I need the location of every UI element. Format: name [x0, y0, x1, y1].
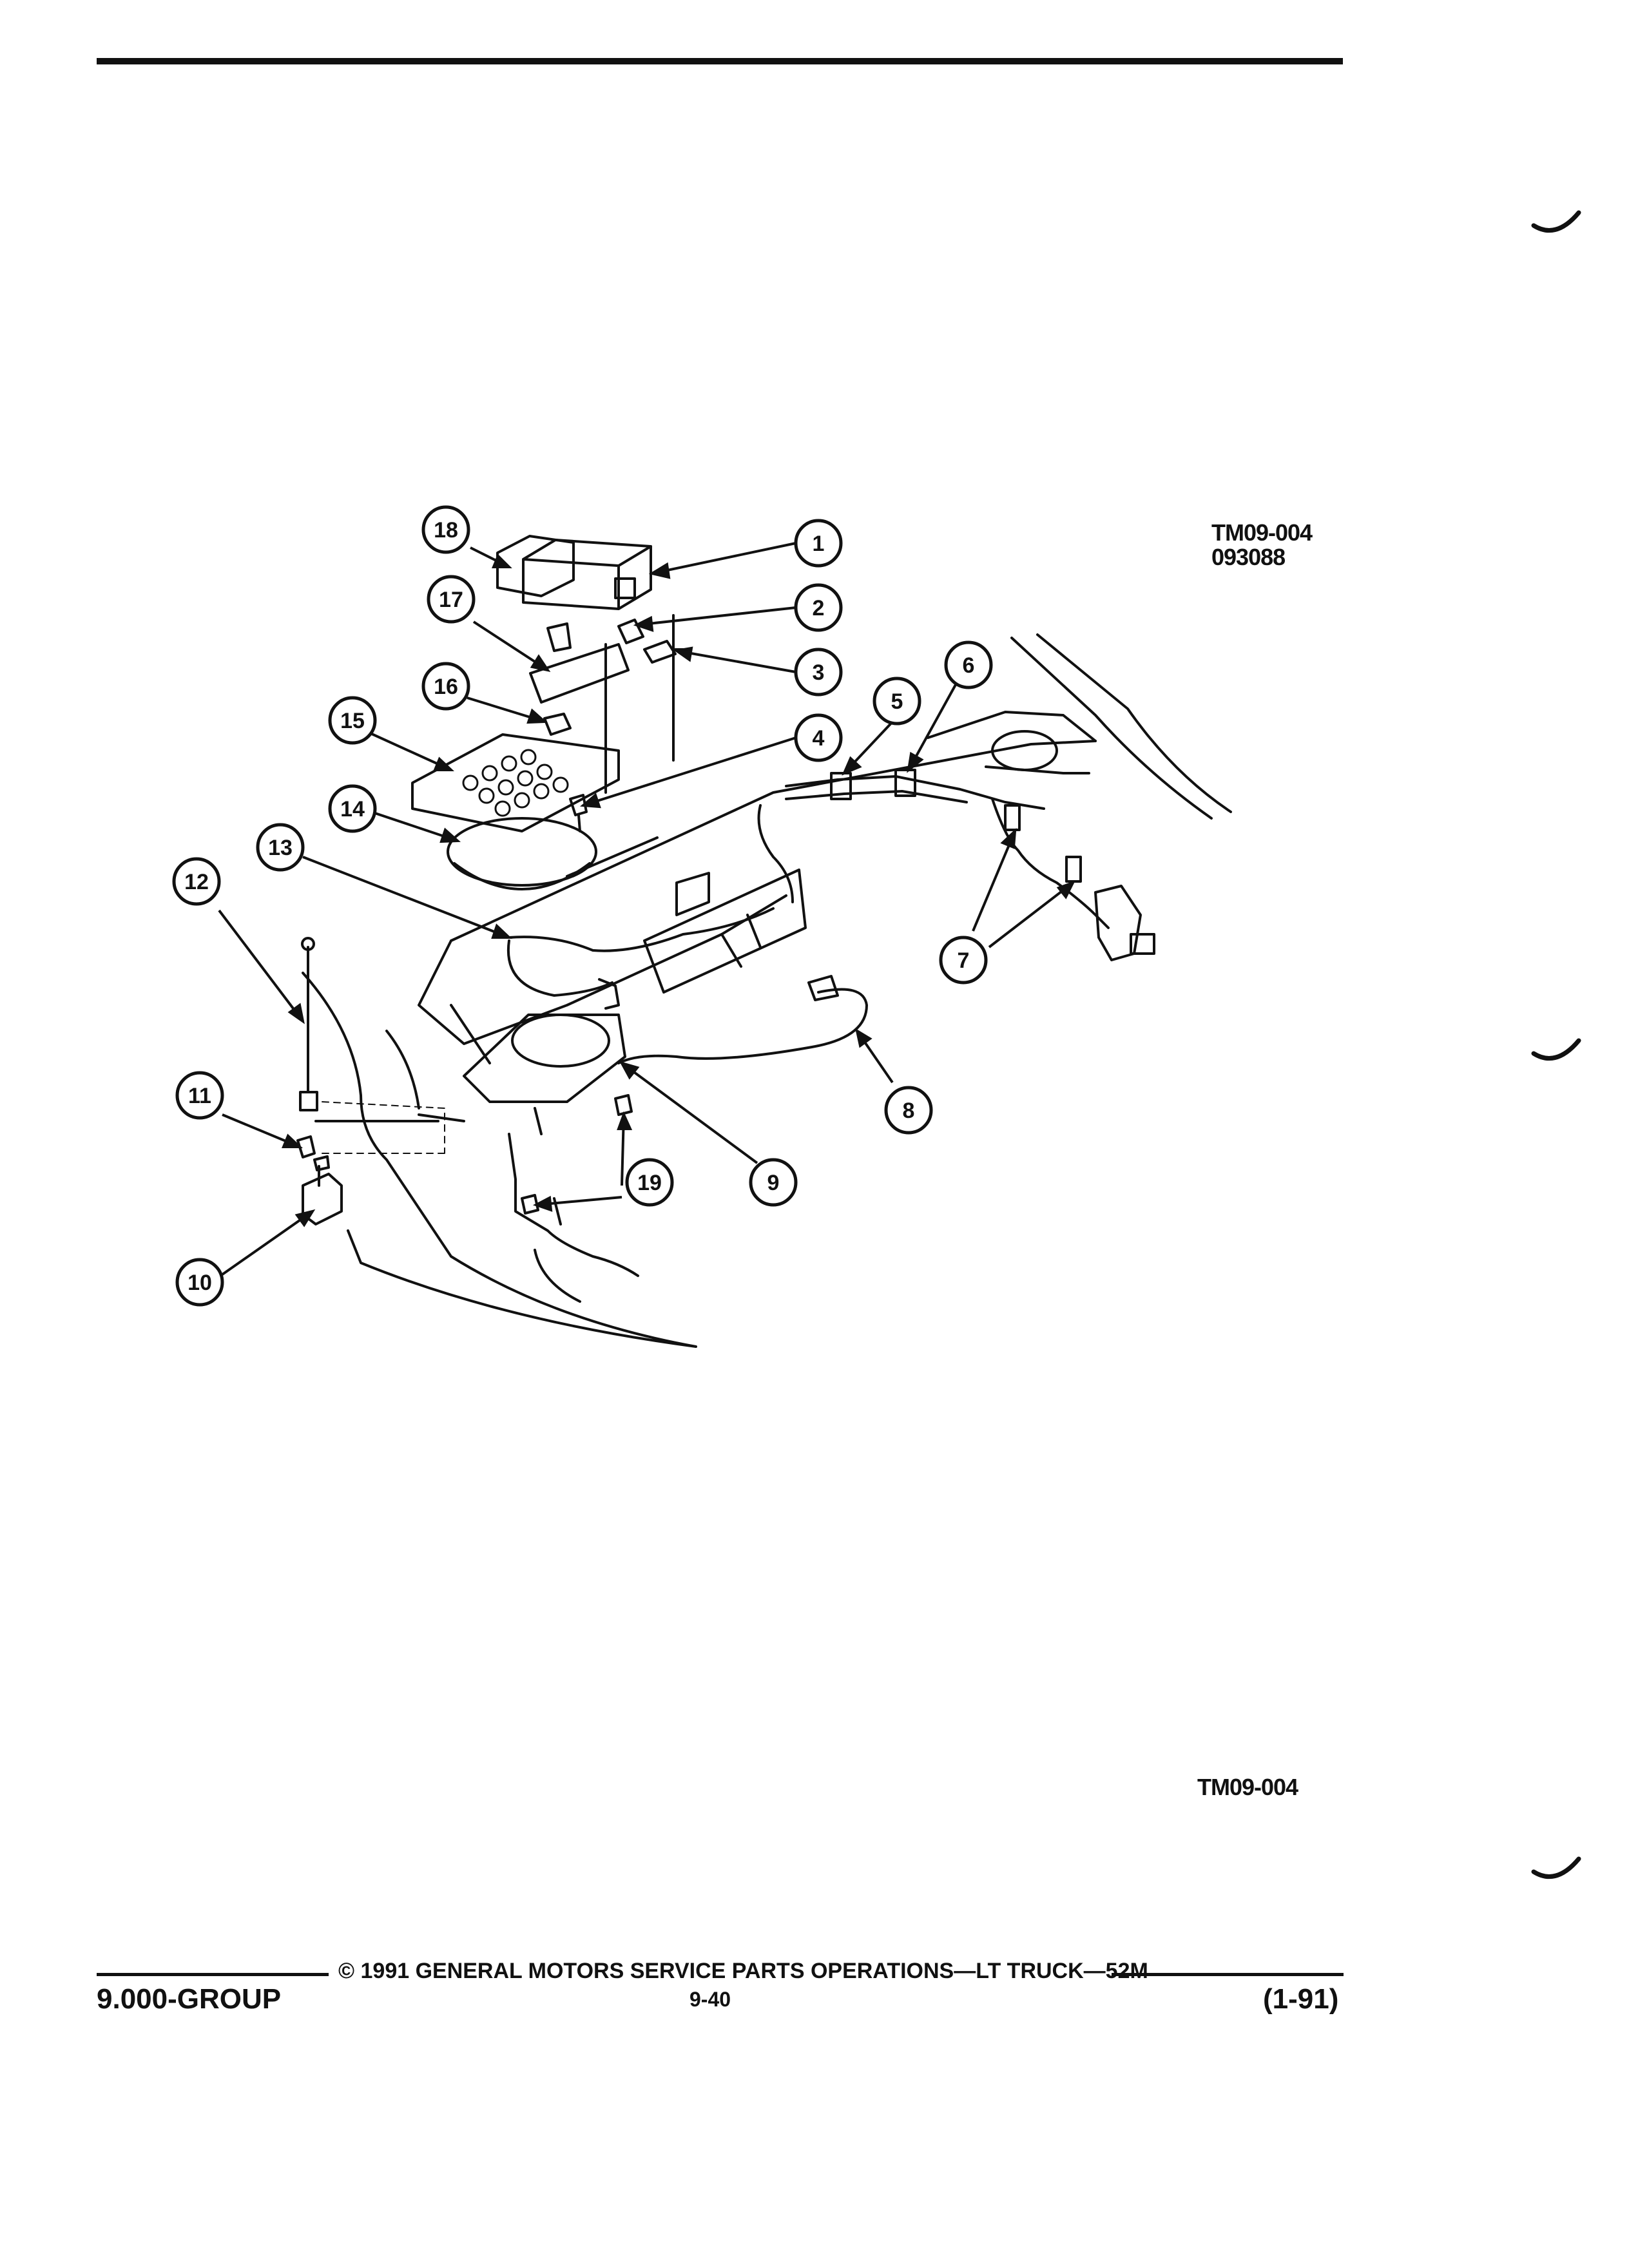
callout-6: 6 — [963, 653, 975, 678]
callout-2: 2 — [813, 596, 825, 620]
part-18-gasket — [496, 535, 575, 597]
assembly-line — [604, 614, 675, 794]
callout-11: 11 — [188, 1084, 211, 1108]
part-6-connector — [894, 769, 916, 797]
callout-15: 15 — [340, 709, 365, 733]
part-2-fitting — [617, 619, 644, 644]
dash-panel — [418, 740, 1097, 1045]
callout-18: 18 — [434, 518, 458, 543]
callout-10: 10 — [188, 1271, 212, 1295]
part-15-grille — [411, 733, 620, 832]
callout-4: 4 — [813, 726, 825, 751]
callout-balloons — [172, 505, 993, 1307]
fender — [302, 972, 697, 1348]
part-1-connector — [614, 577, 636, 599]
callout-8: 8 — [903, 1099, 915, 1123]
binding-hole-icon — [1531, 1856, 1581, 1879]
callout-17: 17 — [439, 588, 463, 612]
grille-holes — [462, 749, 569, 817]
part-5-connector — [830, 772, 852, 800]
callout-1: 1 — [813, 532, 825, 556]
footer-rule-left — [97, 1973, 329, 1976]
part-19-screw-a — [614, 1094, 633, 1116]
callout-7: 7 — [958, 948, 970, 973]
callout-3: 3 — [813, 660, 825, 685]
part-16-nut — [543, 713, 572, 736]
figure-date-code: 093088 — [1211, 544, 1286, 570]
part-7-harness — [991, 798, 1110, 929]
callout-14: 14 — [340, 797, 365, 822]
callout-9: 9 — [767, 1171, 780, 1195]
figure-code-top: TM09-004 — [1211, 519, 1313, 546]
footer-date: (1-91) — [1263, 1983, 1339, 2015]
part-1-module — [522, 539, 652, 610]
part-4-screw — [569, 794, 588, 832]
part-8-cable — [617, 988, 868, 1064]
binding-hole-icon — [1531, 210, 1581, 233]
cowl — [927, 633, 1232, 820]
binding-hole-icon — [1531, 1038, 1581, 1061]
callout-13: 13 — [268, 836, 293, 860]
callout-19: 19 — [637, 1171, 662, 1195]
part-6-harness — [785, 775, 1045, 810]
top-rule — [97, 58, 1343, 64]
part-19-screw-b — [521, 1194, 539, 1215]
part-7-clip-a — [1004, 804, 1021, 831]
footer-rule-right — [1112, 1973, 1344, 1976]
figure-code-bottom: TM09-004 — [1197, 1774, 1298, 1800]
part-9-plate — [463, 1014, 626, 1103]
part-13-harness — [508, 907, 775, 952]
page-number: 9-40 — [689, 1988, 731, 2011]
part-7-clip-b — [1065, 856, 1082, 883]
callout-12: 12 — [184, 870, 209, 894]
callout-5: 5 — [891, 689, 903, 714]
footer-group: 9.000-GROUP — [97, 1983, 282, 2015]
footer-copyright: © 1991 GENERAL MOTORS SERVICE PARTS OPER… — [338, 1959, 1148, 1983]
callout-16: 16 — [434, 675, 458, 699]
part-11-bolt — [296, 1135, 316, 1158]
part-17-bracket — [529, 643, 630, 704]
part-17-clip — [546, 622, 572, 652]
part-14-speaker — [447, 817, 597, 887]
